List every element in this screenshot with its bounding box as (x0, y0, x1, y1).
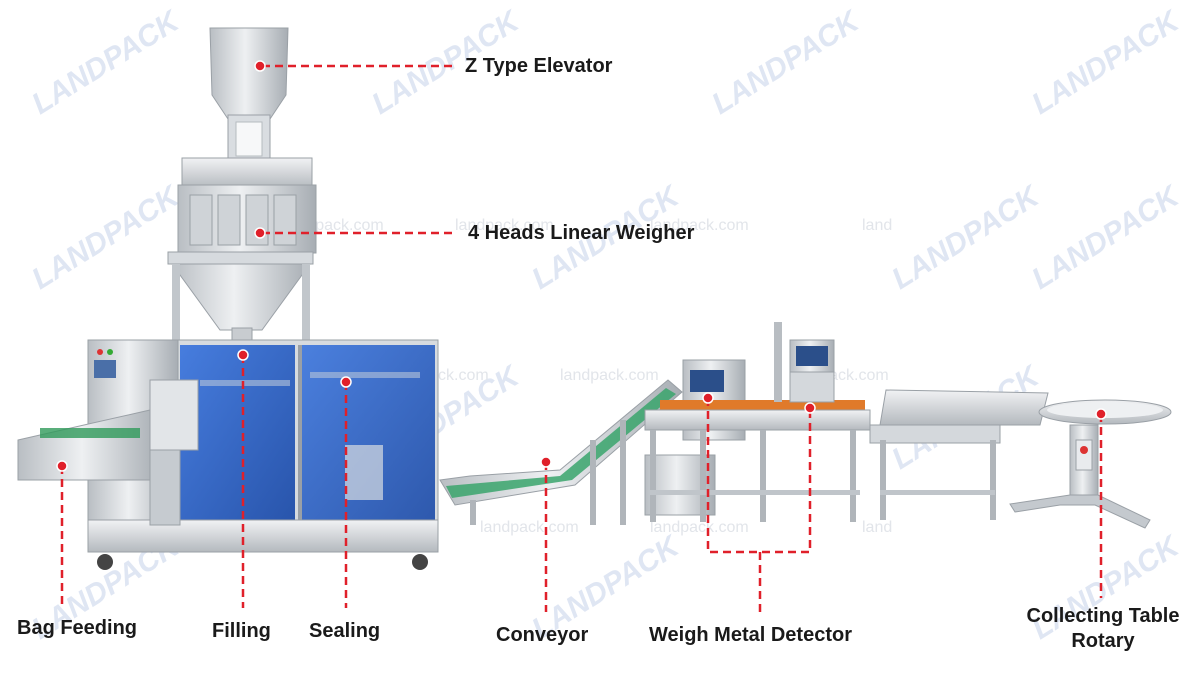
watermark-logo: LANDPACK (1026, 179, 1186, 296)
leader-lines (60, 64, 1103, 612)
watermark-site-text: landpack.com (650, 519, 749, 536)
watermark-site-text: landpack.com (560, 367, 659, 384)
marker-dot (340, 376, 352, 388)
label-bag-feeding: Bag Feeding (17, 617, 138, 639)
checkweigher (774, 322, 835, 403)
watermark-logo: LANDPACK (706, 4, 866, 121)
watermark-site-text: landpack.com (455, 217, 554, 234)
leader-weigh-metal-detector (706, 398, 812, 554)
label-collecting-table-line1: Collecting Table (1026, 605, 1180, 627)
label-z-type-elevator: Z Type Elevator (465, 55, 613, 77)
marker-dot (540, 456, 552, 468)
label-linear-weigher: 4 Heads Linear Weigher (468, 222, 695, 244)
flat-table (869, 389, 1049, 520)
watermark-logo: LANDPACK (26, 179, 186, 296)
watermark-site-text: landpack.com (650, 217, 749, 234)
marker-dot (254, 60, 266, 72)
metal-detector (644, 359, 871, 522)
label-weigh-metal-detector: Weigh Metal Detector (649, 624, 852, 646)
label-collecting-table-line2: Rotary (1071, 630, 1135, 652)
marker-dot (1095, 408, 1107, 420)
watermark-logo: LANDPACK (1026, 4, 1186, 121)
marker-dot (254, 227, 266, 239)
marker-dot (702, 392, 714, 404)
label-filling: Filling (212, 620, 271, 642)
inclined-conveyor (439, 379, 683, 525)
label-conveyor: Conveyor (496, 624, 589, 646)
marker-dot (56, 460, 68, 472)
main-packing-machine (17, 339, 439, 570)
watermark-logo: LANDPACK (26, 4, 186, 121)
leader-dots (56, 60, 1107, 472)
linear-weigher (167, 157, 317, 351)
marker-dot (804, 402, 816, 414)
label-sealing: Sealing (309, 620, 381, 642)
label-collecting-table: Collecting Table Rotary (1010, 604, 1196, 654)
watermark-logo: LANDPACK (886, 179, 1046, 296)
marker-dot (237, 349, 249, 361)
watermark-site-text: landpack.com (480, 519, 579, 536)
watermark-site-partial: land (862, 217, 892, 234)
watermark-site-partial: land (862, 519, 892, 536)
z-type-elevator (209, 27, 289, 164)
